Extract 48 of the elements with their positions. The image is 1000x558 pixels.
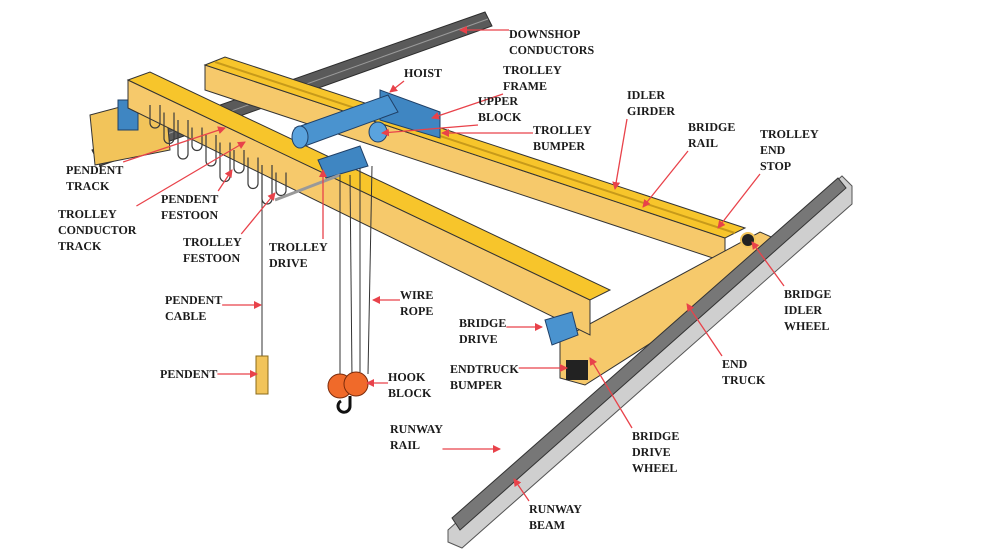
part-label: TROLLEY DRIVE (269, 239, 328, 271)
part-label: PENDENT FESTOON (161, 191, 218, 223)
part-label: TROLLEY FRAME (503, 62, 562, 94)
part-label: TROLLEY FESTOON (183, 234, 242, 266)
leader-line (751, 241, 785, 286)
leader-line (441, 129, 533, 137)
part-label: PENDENT CABLE (165, 292, 222, 324)
leader-line (389, 80, 404, 93)
leader-line (506, 323, 543, 331)
part-label: IDLER GIRDER (627, 87, 675, 119)
leader-line (642, 150, 688, 208)
leader-line (218, 169, 233, 192)
leader-line (442, 445, 501, 453)
part-label: HOOK BLOCK (388, 369, 432, 401)
leader-line (136, 141, 246, 207)
part-label: PENDENT TRACK (66, 162, 124, 194)
part-label: BRIDGE RAIL (688, 119, 736, 151)
leader-line (122, 126, 226, 163)
leader-line (717, 174, 761, 229)
part-label: BRIDGE DRIVE (459, 315, 506, 347)
leader-line (366, 379, 388, 387)
leader-line (612, 118, 628, 190)
part-label: BRIDGE DRIVE WHEEL (632, 428, 680, 476)
part-label: DOWNSHOP CONDUCTORS (509, 26, 594, 58)
part-label: HOIST (404, 65, 442, 81)
part-label: TROLLEY END STOP (760, 126, 818, 174)
part-label: TROLLEY BUMPER (533, 122, 592, 154)
leader-line (686, 303, 723, 356)
part-label: BRIDGE IDLER WHEEL (784, 286, 832, 334)
part-label: PENDENT (160, 366, 218, 382)
leader-line (217, 370, 258, 378)
part-label: RUNWAY RAIL (390, 421, 442, 453)
leader-line (381, 124, 478, 136)
part-label: END TRUCK (722, 356, 766, 388)
leader-line (372, 296, 400, 304)
part-label: WIRE ROPE (400, 287, 434, 319)
part-label: ENDTRUCK BUMPER (450, 361, 519, 393)
leader-line (240, 192, 276, 234)
leader-line (431, 93, 504, 120)
part-label: RUNWAY BEAM (529, 501, 582, 533)
leader-line (319, 169, 327, 239)
leader-line (459, 26, 509, 34)
part-label: TROLLEY CONDUCTOR TRACK (58, 206, 136, 254)
leader-line (513, 478, 530, 502)
leader-line (589, 357, 633, 428)
leader-line (222, 301, 262, 309)
leader-line (518, 364, 568, 372)
part-label: UPPER BLOCK (478, 93, 522, 125)
